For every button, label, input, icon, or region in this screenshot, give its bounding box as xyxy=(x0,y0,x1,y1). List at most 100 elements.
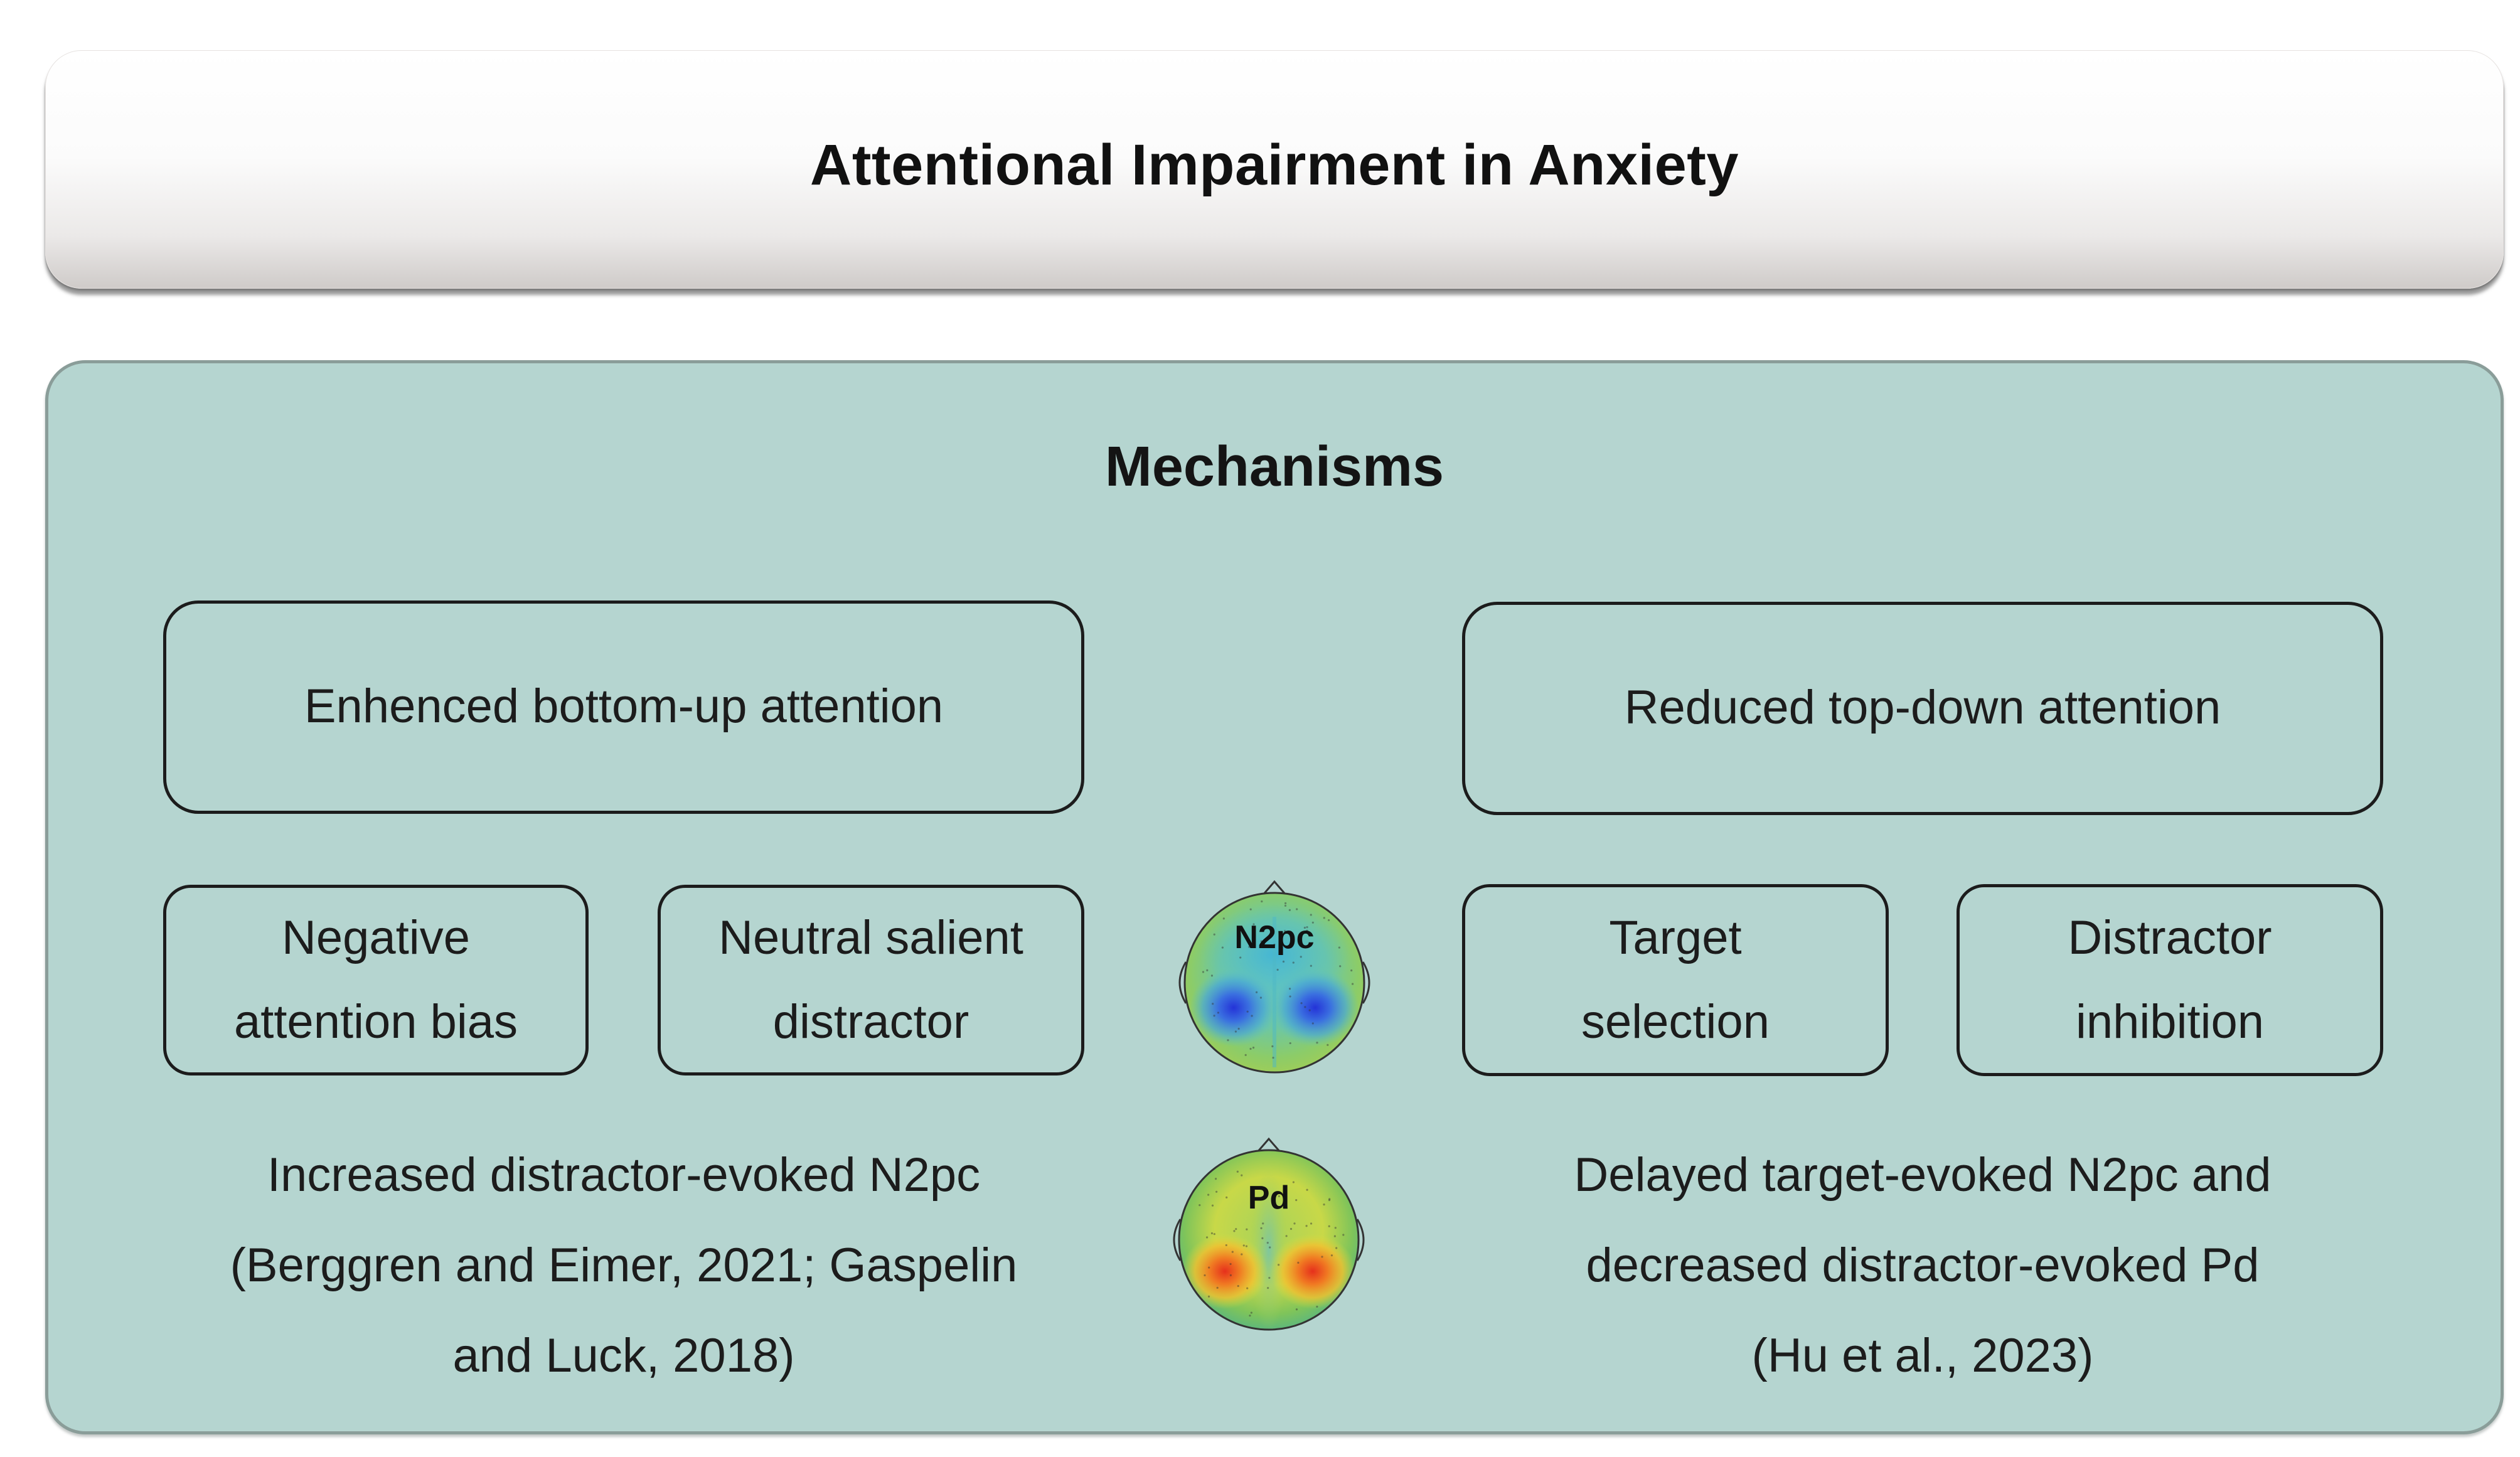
target-selection-line1: Target xyxy=(1609,911,1742,964)
electrode-dot xyxy=(1207,1193,1210,1196)
electrode-dot xyxy=(1328,919,1330,922)
electrode-dot xyxy=(1288,988,1291,990)
electrode-dot xyxy=(1216,1286,1219,1289)
electrode-dot xyxy=(1284,930,1286,932)
right-caption-line2: decreased distractor-evoked Pd xyxy=(1586,1239,2260,1292)
bottom-up-attention-box: Enhenced bottom-up attention xyxy=(163,600,1084,814)
bottom-up-attention-label: Enhenced bottom-up attention xyxy=(304,679,944,733)
electrode-dot xyxy=(1308,1009,1311,1011)
electrode-dot xyxy=(1246,939,1249,942)
diagram-title: Attentional Impairment in Anxiety xyxy=(809,132,1739,197)
electrode-dot xyxy=(1316,1305,1318,1308)
electrode-dot xyxy=(1231,1251,1234,1253)
electrode-dot xyxy=(1237,1284,1239,1288)
top-down-attention-box: Reduced top-down attention xyxy=(1462,602,2383,815)
electrode-dot xyxy=(1259,996,1263,999)
electrode-dot xyxy=(1260,1227,1263,1230)
electrode-dot xyxy=(1297,1261,1300,1264)
electrode-dot xyxy=(1278,1195,1280,1198)
electrode-dot xyxy=(1236,1170,1239,1173)
electrode-dot xyxy=(1225,1196,1228,1198)
electrode-dot xyxy=(1222,917,1225,920)
electrode-dot xyxy=(1249,1315,1251,1317)
nose-icon xyxy=(1256,1137,1282,1153)
right-ear-icon xyxy=(1356,1219,1365,1261)
distractor-inhibition-line2: inhibition xyxy=(2076,995,2264,1049)
electrode-dot xyxy=(1295,1198,1298,1202)
distractor-inhibition-box: Distractor inhibition xyxy=(1957,884,2383,1076)
electrode-dot xyxy=(1212,1003,1214,1005)
electrode-dot xyxy=(1260,940,1263,942)
n2pc-label: N2pc xyxy=(1234,919,1314,956)
negative-attention-bias-box: Negative attention bias xyxy=(163,885,589,1075)
electrode-dot xyxy=(1217,1011,1220,1014)
electrode-dot xyxy=(1261,1237,1264,1239)
right-caption-line1: Delayed target-evoked N2pc and xyxy=(1574,1148,2272,1202)
electrode-dot xyxy=(1342,1234,1345,1236)
electrode-dot xyxy=(1249,908,1252,910)
electrode-dot xyxy=(1335,1247,1338,1249)
electrode-dot xyxy=(1289,1042,1291,1045)
electrode-dot xyxy=(1351,983,1354,985)
electrode-dot xyxy=(1272,1057,1274,1059)
electrode-dot xyxy=(1213,1015,1215,1017)
electrode-dot xyxy=(1268,1276,1271,1279)
left-caption-line3: and Luck, 2018) xyxy=(452,1329,795,1382)
electrode-dot xyxy=(1278,1264,1280,1266)
electrode-dot xyxy=(1266,1242,1269,1244)
left-caption: Increased distractor-evoked N2pc (Berggr… xyxy=(163,1130,1084,1401)
electrode-dot xyxy=(1211,1204,1214,1207)
electrode-dot xyxy=(1310,964,1312,967)
electrode-dot xyxy=(1245,1245,1248,1247)
pd-label: Pd xyxy=(1248,1180,1289,1216)
electrode-dot xyxy=(1210,974,1214,977)
electrode-dot xyxy=(1252,1047,1255,1049)
electrode-dot xyxy=(1285,1235,1288,1237)
top-down-attention-label: Reduced top-down attention xyxy=(1624,680,2221,734)
electrode-dot xyxy=(1241,1253,1243,1256)
electrode-dot xyxy=(1330,1254,1333,1257)
electrode-dot xyxy=(1296,908,1298,910)
electrode-dot xyxy=(1316,1042,1318,1044)
electrode-dot xyxy=(1284,904,1287,907)
electrode-dot xyxy=(1205,1236,1209,1239)
electrode-dot xyxy=(1208,1266,1210,1269)
electrode-dot xyxy=(1233,1230,1236,1232)
electrode-dot xyxy=(1271,1045,1274,1048)
target-selection-box: Target selection xyxy=(1462,884,1889,1076)
electrode-dot xyxy=(1310,1222,1313,1225)
electrode-dot xyxy=(1215,1190,1218,1193)
electrode-dot xyxy=(1292,961,1295,964)
electrode-dot xyxy=(1202,971,1205,973)
electrode-dot xyxy=(1293,1222,1296,1225)
right-ear-icon xyxy=(1362,961,1370,1004)
electrode-dot xyxy=(1213,933,1215,936)
electrode-dot xyxy=(1250,1311,1252,1314)
right-caption-line3: (Hu et al., 2023) xyxy=(1751,1329,2094,1382)
electrode-dot xyxy=(1311,921,1314,924)
title-banner: Attentional Impairment in Anxiety xyxy=(45,50,2504,289)
right-caption: Delayed target-evoked N2pc and decreased… xyxy=(1462,1130,2383,1401)
electrode-dot xyxy=(1328,1225,1330,1227)
electrode-dot xyxy=(1207,1295,1210,1298)
electrode-dot xyxy=(1213,1233,1215,1236)
neutral-salient-distractor-line1: Neutral salient xyxy=(718,911,1023,964)
left-caption-line2: (Berggren and Eimer, 2021; Gaspelin xyxy=(230,1239,1018,1292)
electrode-dot xyxy=(1262,1222,1264,1225)
electrode-dot xyxy=(1273,943,1276,946)
left-ear-icon xyxy=(1173,1219,1182,1261)
electrode-dot xyxy=(1248,946,1251,948)
electrode-dot xyxy=(1204,1274,1206,1277)
electrode-dot xyxy=(1235,1228,1237,1230)
electrode-dot xyxy=(1306,926,1308,929)
pd-topomap: Pd xyxy=(1173,1137,1365,1331)
target-selection-line2: selection xyxy=(1581,995,1770,1049)
electrode-dot xyxy=(1252,923,1255,926)
electrode-dot xyxy=(1339,965,1342,968)
electrode-dot xyxy=(1242,1244,1245,1247)
neutral-salient-distractor-box: Neutral salient distractor xyxy=(658,885,1084,1075)
n2pc-topomap: N2pc xyxy=(1178,880,1370,1074)
electrode-dot xyxy=(1292,1181,1295,1183)
negative-attention-bias-line1: Negative xyxy=(282,911,470,964)
electrode-dot xyxy=(1306,1188,1308,1191)
